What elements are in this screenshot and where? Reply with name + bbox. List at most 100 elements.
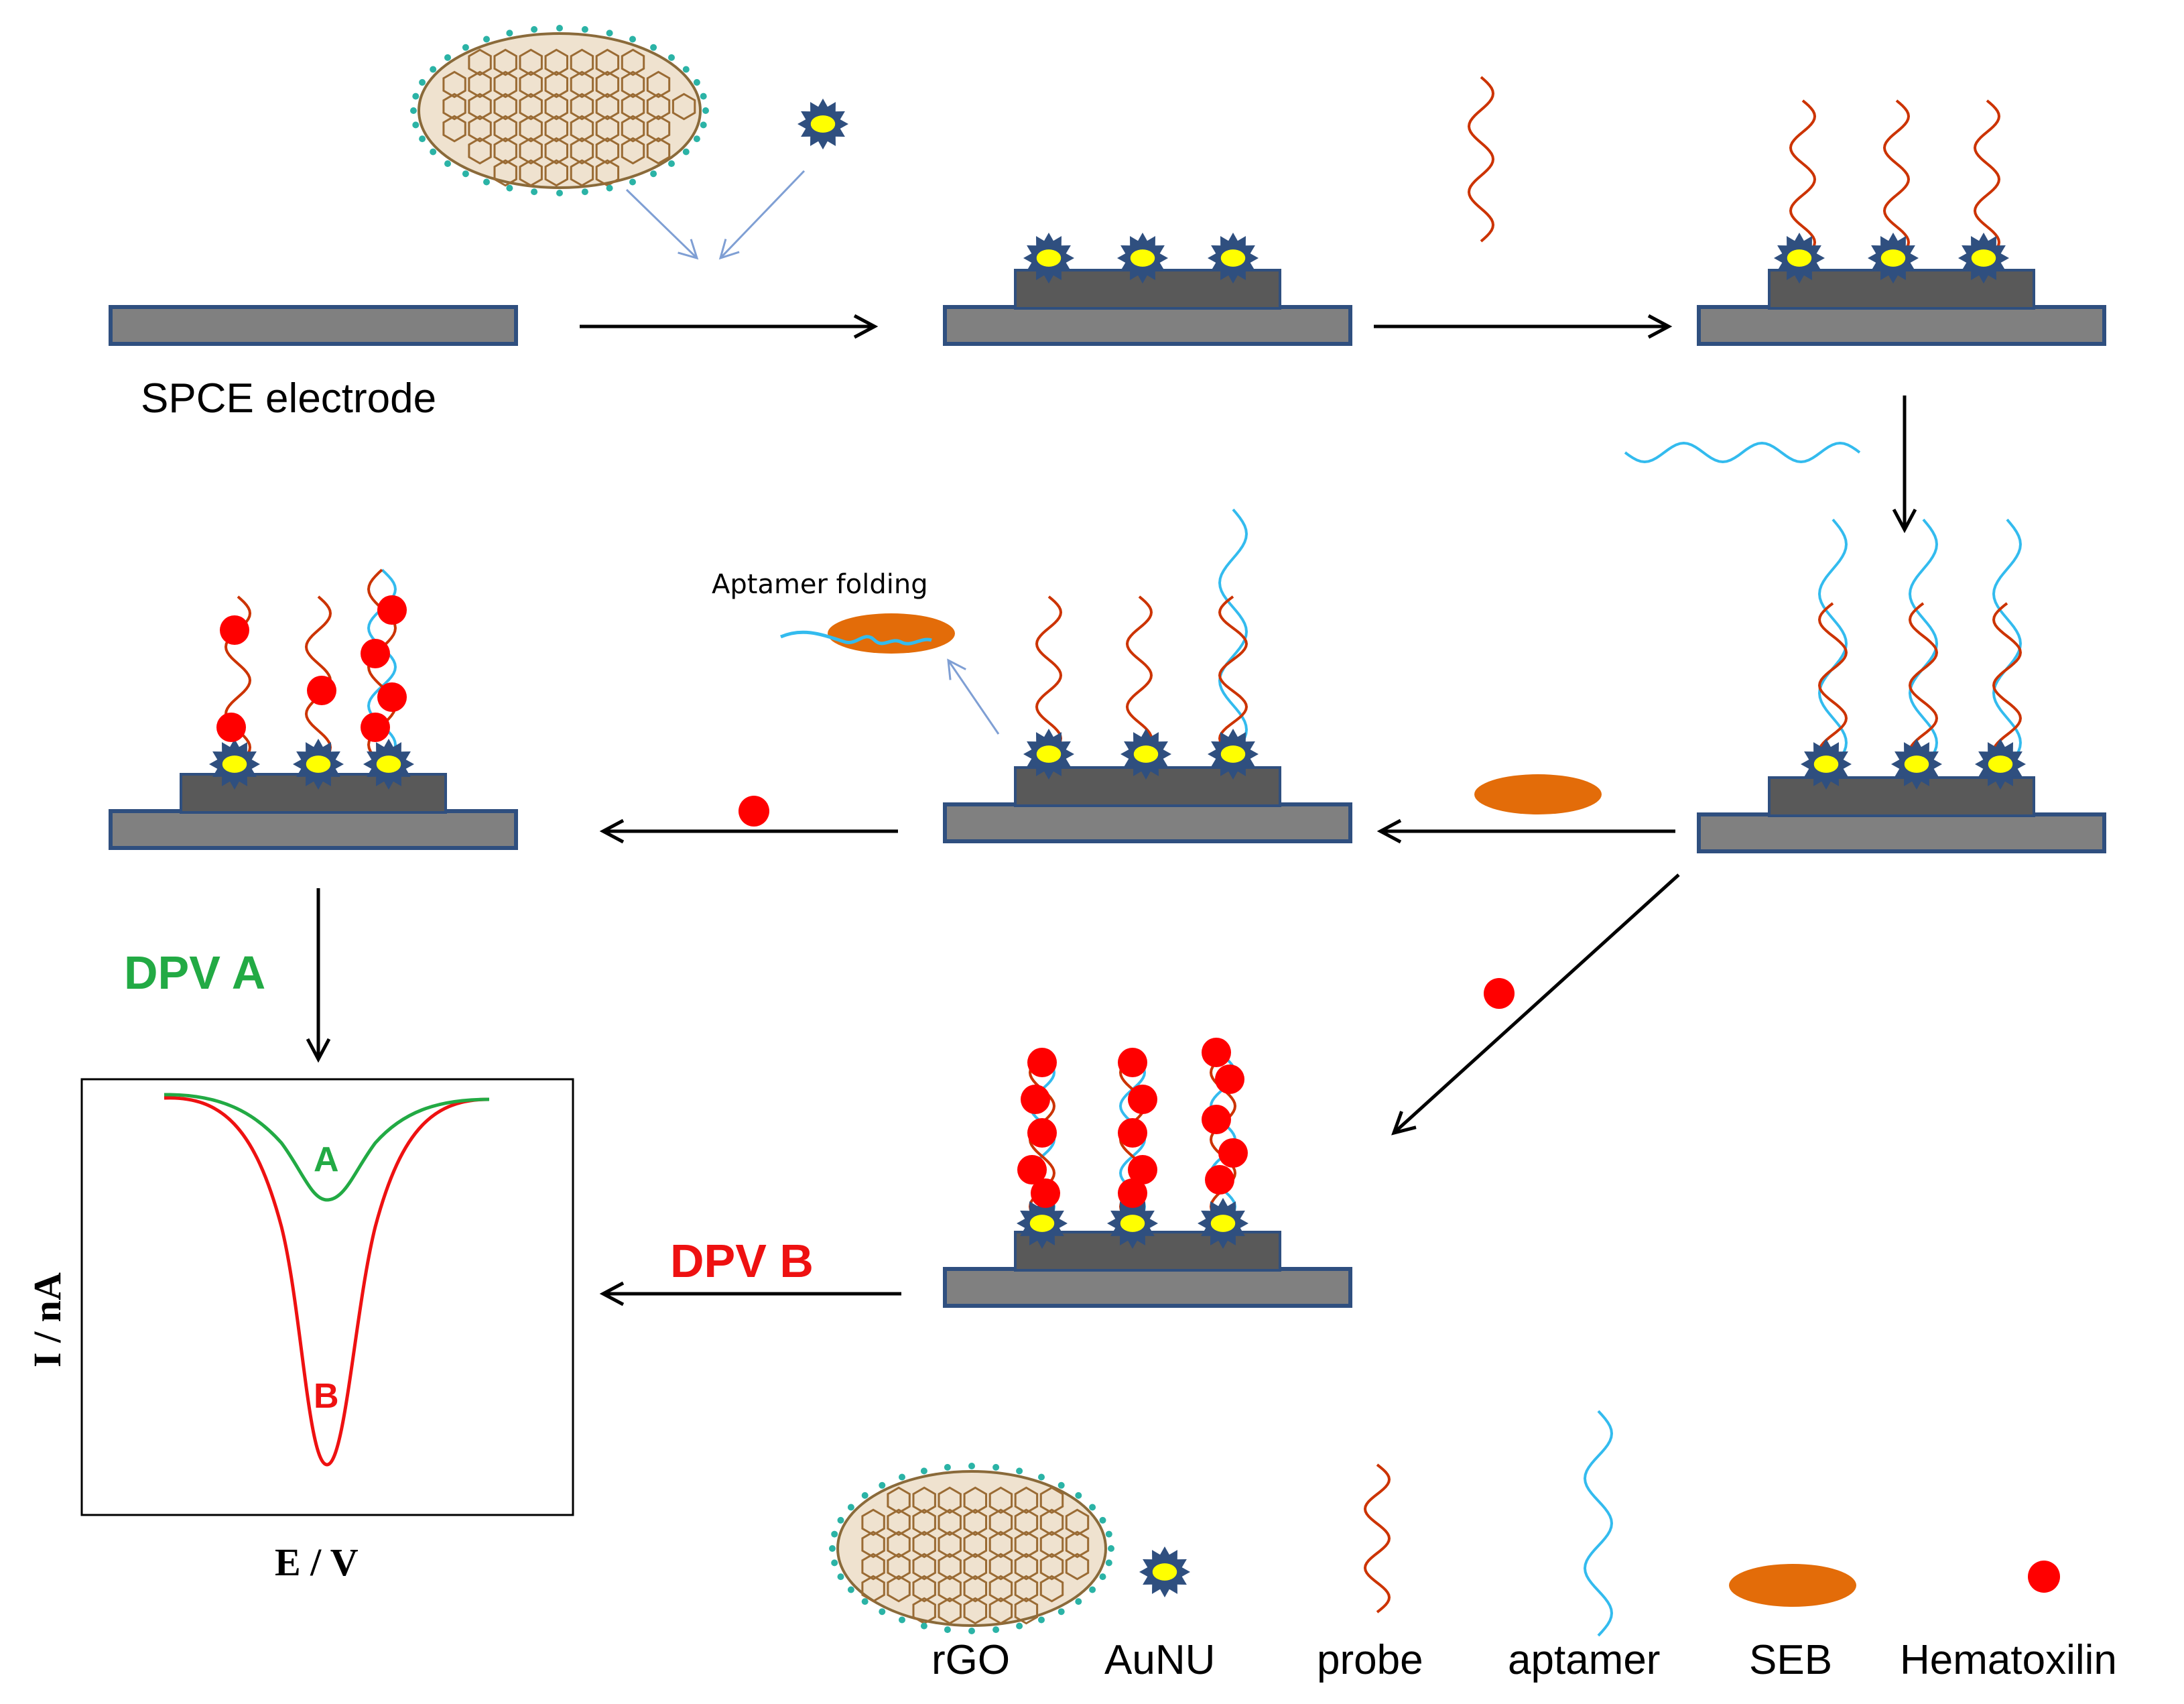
rgo-hexagon (861, 1575, 885, 1603)
rgo-hexagon (1014, 1508, 1039, 1536)
rgo-edge-atom (1089, 1504, 1096, 1511)
rgo-hexagon (963, 1486, 987, 1514)
rgo-edge-atom (693, 135, 700, 143)
gold-nanoparticles-group (209, 233, 2026, 1597)
rgo-sheet (410, 25, 709, 196)
rgo-edge-atom (1038, 1616, 1045, 1624)
rgo-edge-atom (1016, 1467, 1023, 1475)
spce-electrode (943, 305, 1352, 346)
probe-strand (1908, 602, 1939, 769)
rgo-hexagon (468, 70, 492, 99)
rgo-edge-atom (1075, 1492, 1082, 1499)
rgo-hexagon (468, 115, 492, 143)
rgo-hexagon (1014, 1530, 1039, 1559)
legend-aptamer-strand (1583, 1410, 1614, 1637)
hematoxilin-dot (1215, 1064, 1244, 1094)
rgo-hexagon (544, 137, 568, 165)
spce-electrode (943, 1267, 1352, 1308)
aptamer-folding-label: Aptamer folding (712, 569, 928, 600)
rgo-hexagon (963, 1575, 987, 1603)
rgo-hexagon (570, 70, 594, 99)
rgo-hexagon (493, 159, 517, 187)
rgo-hexagon (468, 48, 492, 76)
spce-electrode (1697, 812, 2106, 853)
rgo-edge-atom (419, 78, 426, 86)
rgo-sheet-body (417, 32, 702, 189)
rgo-hexagon (493, 115, 517, 143)
rgo-hexagon (1039, 1486, 1064, 1514)
rgo-edge-atom (1057, 1608, 1065, 1616)
legend-label-seb: SEB (1749, 1637, 1832, 1683)
hematoxilin-dot (1202, 1038, 1231, 1067)
rgo-hexagon (493, 137, 517, 165)
hematoxilin-dot (377, 595, 407, 625)
rgo-hexagon (887, 1575, 911, 1603)
hematoxilin-dot (738, 796, 769, 827)
probe-strand (1817, 602, 1848, 769)
aunp-core (1220, 249, 1246, 267)
hematoxilin-dot (1202, 1105, 1231, 1134)
rgo-edge-atom (606, 29, 613, 37)
rgo-edge-atom (581, 25, 588, 33)
rgo-hexagon (544, 93, 568, 121)
rgo-edge-atom (693, 78, 700, 86)
rgo-edge-atom (847, 1586, 854, 1593)
aunp-core (1787, 249, 1812, 267)
rgo-edge-atom (829, 1545, 836, 1552)
rgo-edge-atom (1089, 1586, 1096, 1593)
rgo-edge-atom (430, 66, 437, 73)
rgo-hexagon (519, 137, 543, 165)
rgo-hexagon (493, 70, 517, 99)
rgo-hexagon (544, 70, 568, 99)
legend: rGO AuNU probe aptamer SEB Hematoxilin (932, 1637, 2117, 1683)
rgo-edge-atom (702, 107, 709, 114)
blue-arrow-folding (947, 658, 1000, 735)
hematoxilin-dot (1128, 1085, 1157, 1114)
rgo-hexagon (1039, 1530, 1064, 1559)
rgo-hexagon (963, 1530, 987, 1559)
rgo-hexagon (938, 1530, 962, 1559)
dpv-a-label: DPV A (124, 947, 265, 999)
hematoxilin-dot (377, 682, 407, 712)
hematoxilin-dots-group (216, 595, 2060, 1593)
dpv-curve-b (164, 1096, 490, 1467)
rgo-edge-atom (861, 1492, 869, 1499)
rgo-hexagon (988, 1508, 1013, 1536)
aunp-core (1133, 745, 1159, 763)
blue-arrow-aunp (718, 170, 806, 260)
rgo-hexagon (887, 1508, 911, 1536)
rgo-hexagon (912, 1530, 936, 1559)
rgo-edge-atom (629, 178, 636, 186)
rgo-edge-atom (444, 160, 451, 168)
rgo-hexagon (861, 1553, 885, 1581)
aunp-core (306, 755, 331, 773)
rgo-edge-atom (444, 54, 451, 61)
rgo-edge-atom (1075, 1598, 1082, 1605)
rgo-hexagon (887, 1553, 911, 1581)
hematoxilin-dot (1128, 1155, 1157, 1184)
probe-strand (1035, 595, 1063, 755)
hematoxilin-dot (1017, 1155, 1047, 1184)
rgo-hexagon (595, 48, 620, 76)
rgo-hexagon (646, 115, 671, 143)
rgo-hexagon (646, 137, 671, 165)
spce-electrode (1697, 305, 2106, 346)
rgo-hexagon (963, 1597, 987, 1625)
rgo-hexagon (595, 137, 620, 165)
curve-b-label: B (314, 1377, 339, 1416)
probe-strand (1992, 602, 2022, 769)
rgo-hexagon (861, 1530, 885, 1559)
rgo-hexagon (519, 48, 543, 76)
rgo-hexagon (912, 1553, 936, 1581)
rgo-hexagon (988, 1486, 1013, 1514)
blue-arrow-rgo (625, 188, 699, 260)
rgo-hexagon (493, 48, 517, 76)
rgo-hexagon (595, 70, 620, 99)
rgo-hexagon (519, 159, 543, 187)
rgo-layer (1768, 776, 2035, 817)
rgo-edge-atom (879, 1481, 886, 1489)
rgo-edge-atom (861, 1598, 869, 1605)
rgo-hexagon (646, 93, 671, 121)
aunp-core (1152, 1563, 1177, 1581)
aptamer-strand (1992, 518, 2022, 769)
